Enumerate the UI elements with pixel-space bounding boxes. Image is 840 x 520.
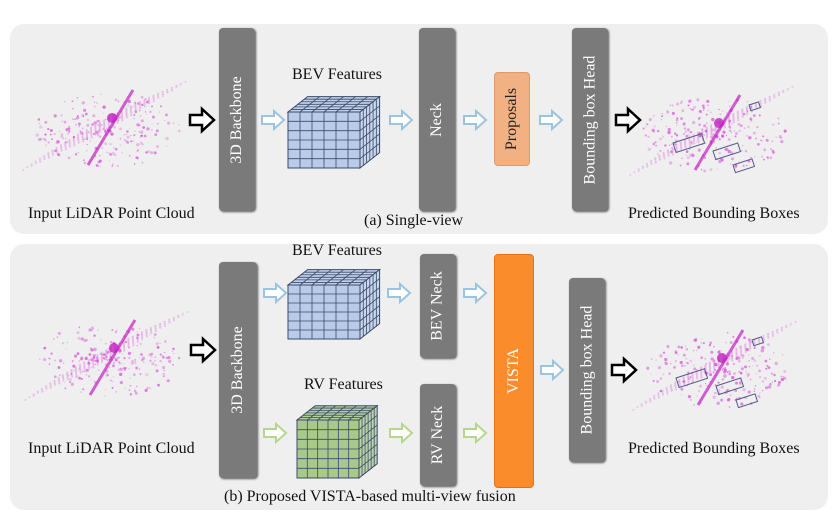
arrow-bevneck-to-vista [463,281,488,305]
point-cloud-output-a [629,84,797,176]
neck-block-a: Neck [419,28,455,211]
arrow-input-a [188,106,216,134]
head-label-b: Bounding box Head [578,305,595,435]
neck-label-a: Neck [427,102,445,137]
bounding-box-3 [748,101,761,112]
bev-neck-label: BEV Neck [429,271,446,341]
bev-features-cube-a [286,95,382,170]
bounding-box-1 [715,377,745,396]
output-label-a: Predicted Bounding Boxes [628,205,800,222]
arrow-rvneck-to-vista [463,421,488,445]
rv-features-cube [295,404,379,480]
arrow-backbone-to-bev-a [261,108,286,132]
bounding-box-3 [751,336,764,347]
rv-neck-label: RV Neck [429,405,447,465]
proposals-label: Proposals [503,87,521,151]
point-cloud-input-a [22,79,190,171]
arrow-vista-to-head [540,358,565,382]
head-label-a: Bounding box Head [581,55,598,184]
arrow-rv-to-neck [389,421,414,445]
arrow-output-b [610,356,638,384]
backbone-label-b: 3D Backbone [229,326,246,414]
head-block-a: Bounding box Head [572,28,608,211]
vista-label: VISTA [505,348,523,394]
vista-block: VISTA [494,254,534,488]
arrow-neck-to-proposals [463,108,488,132]
point-cloud-output-b [632,319,800,411]
proposals-block: Proposals [494,72,530,166]
bounding-box-1 [712,142,742,161]
head-block-b: Bounding box Head [569,278,605,462]
bounding-box-0 [675,368,709,389]
arrow-backbone-to-rv [263,421,288,445]
rv-features-label: RV Features [304,376,383,393]
input-label-a: Input LiDAR Point Cloud [28,205,195,222]
caption-b: (b) Proposed VISTA-based multi-view fusi… [224,488,516,505]
bev-features-cube-b [286,268,382,341]
arrow-bev-to-neck-a [389,108,414,132]
caption-a: (a) Single-view [364,212,464,229]
backbone-block-b: 3D Backbone [219,262,257,478]
input-label-b: Input LiDAR Point Cloud [28,440,195,457]
arrow-backbone-to-bev-b [263,281,288,305]
bev-neck-block: BEV Neck [420,254,456,358]
multi-view-panel [10,244,828,510]
rv-neck-block: RV Neck [420,384,456,486]
arrow-input-b [189,336,217,364]
output-label-b: Predicted Bounding Boxes [628,440,800,457]
bev-features-label-b: BEV Features [292,242,382,259]
backbone-label-a: 3D Backbone [228,75,245,164]
backbone-block-a: 3D Backbone [219,28,255,211]
bounding-box-0 [672,133,706,154]
bev-features-label-a: BEV Features [292,66,382,83]
point-cloud-input-b [24,309,192,401]
bounding-box-2 [735,393,759,409]
bounding-box-2 [732,158,756,174]
arrow-bev-to-neck-b [387,281,412,305]
arrow-output-a [614,106,642,134]
arrow-proposals-to-head [539,108,564,132]
